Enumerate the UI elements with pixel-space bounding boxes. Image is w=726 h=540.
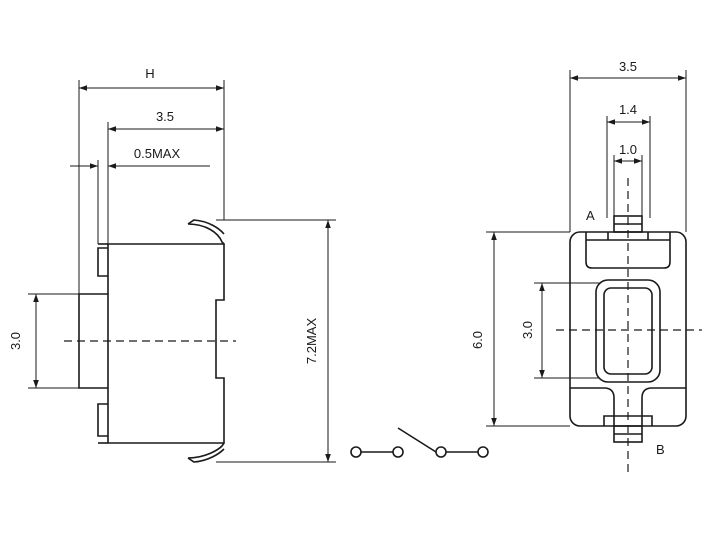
switch-contact-open-icon: [350, 427, 489, 458]
dim-h-label: H: [145, 66, 154, 81]
front-dim-width-label: 3.5: [619, 59, 637, 74]
dim-width-label: 3.5: [156, 109, 174, 124]
front-view: 3.5 1.4 1.0 6.0 3.0: [470, 59, 702, 474]
switch-body-side: [107, 243, 225, 444]
lower-tab: [97, 403, 108, 437]
terminal-a-label: A: [586, 208, 595, 223]
terminal-b-label: B: [656, 442, 665, 457]
upper-tab: [97, 247, 108, 277]
terminal-top: [187, 223, 225, 245]
front-dim-pad-inner-label: 1.0: [619, 142, 637, 157]
dim-total-label: 7.2MAX: [304, 318, 319, 365]
bottom-pad: [570, 387, 615, 426]
front-dim-height-label: 6.0: [470, 331, 485, 349]
front-dim-button-label: 3.0: [520, 321, 535, 339]
terminal-bottom: [187, 442, 225, 459]
actuator-outer: [595, 279, 661, 383]
side-view: H 3.5 0.5MAX 3.0 7.2MAX: [8, 66, 336, 463]
dim-min-label: 0.5MAX: [134, 146, 181, 161]
front-dim-pad-outer-label: 1.4: [619, 102, 637, 117]
dim-height-label: 3.0: [8, 332, 23, 350]
top-pad: [585, 232, 671, 269]
